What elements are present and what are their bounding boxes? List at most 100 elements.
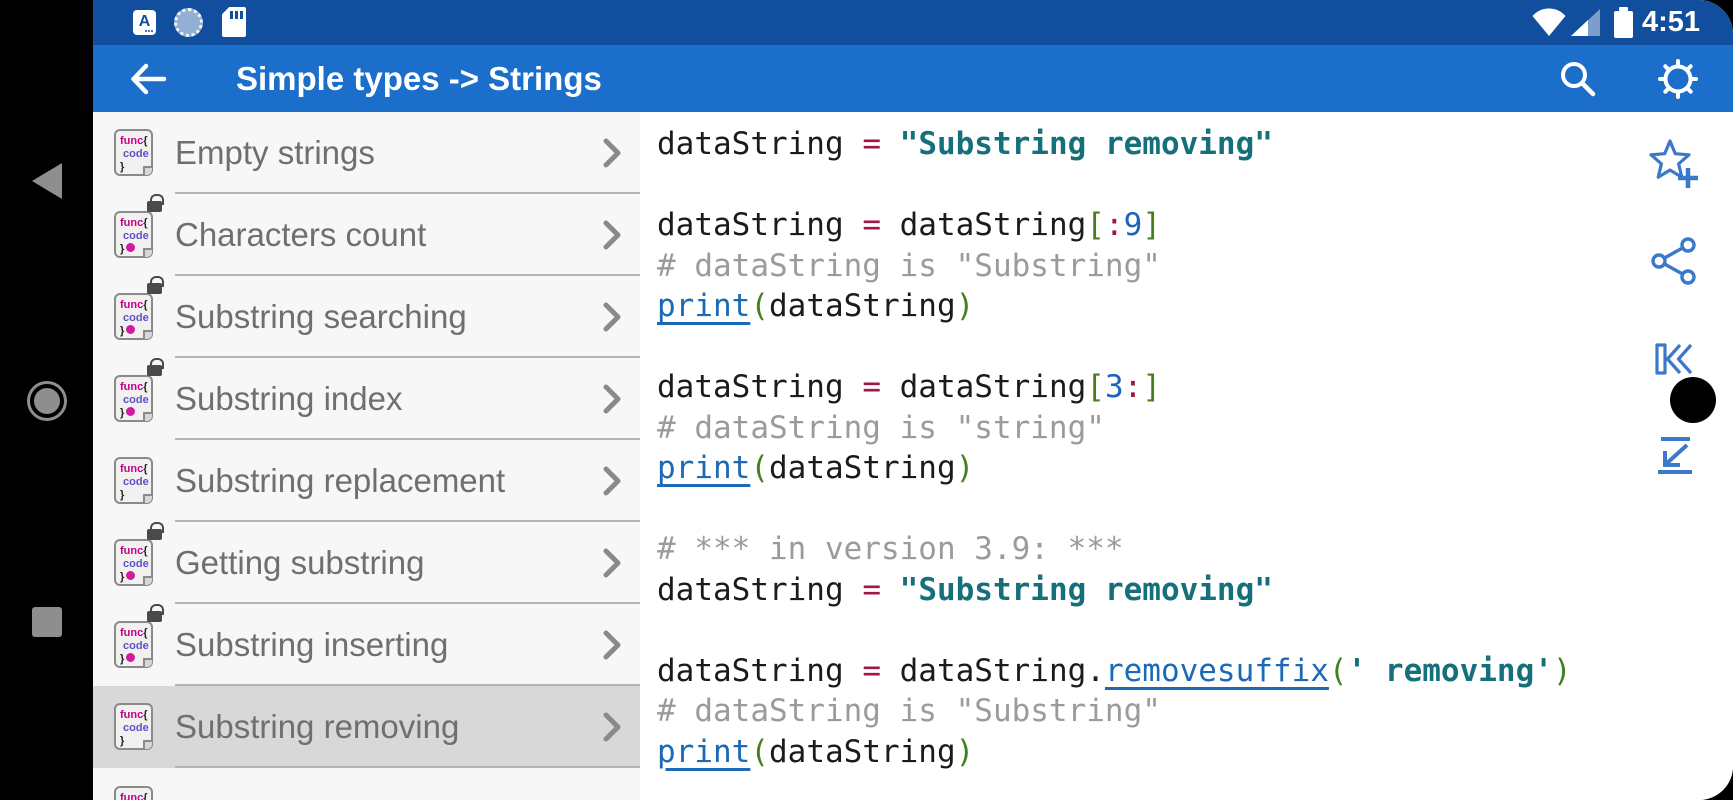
code-token: = [862,126,881,162]
code-doc-icon: func{ code} [114,129,153,176]
code-token: ) [955,733,975,770]
chevron-right-icon [603,466,621,496]
code-token: dataString [657,369,863,405]
list-item-label: Substring inserting [175,626,449,663]
share-icon[interactable] [1650,237,1698,285]
code-token: # dataString is "Substring" [657,693,1161,729]
code-token: [ [1086,207,1105,243]
android-nav-rail [0,0,93,800]
code-doc-icon: func{ code} [114,194,164,258]
app-bar: Simple types -> Strings [93,45,1733,112]
list-item[interactable]: func{ code} Characters count [93,194,640,276]
code-token: dataString. [880,652,1105,689]
code-doc-icon: func{ code} [114,457,153,504]
code-token: = [862,652,881,689]
code-token: # dataString is "Substring" [657,247,1161,284]
code-doc-icon: func{ code} [114,522,164,586]
code-token: = [862,369,881,405]
lock-icon [147,358,164,376]
list-item[interactable]: func{ code}Empty strings [93,112,640,194]
cell-signal-icon [1571,9,1600,36]
code-link[interactable]: removesuffix [1104,652,1329,689]
list-item-label: Substring removing [175,708,460,745]
sd-card-icon [222,7,246,37]
search-icon[interactable] [1556,58,1598,100]
code-link[interactable]: print [657,288,751,324]
code-doc-icon: func{ code} [114,358,164,422]
code-token: [ [1086,369,1105,405]
skip-to-start-icon[interactable] [1655,343,1695,375]
code-token: # dataString is "string" [657,409,1105,446]
code-token: ' removing' [1347,652,1553,689]
code-token: ) [955,288,975,324]
list-item[interactable]: func{ code}Substring removing [93,686,640,768]
back-arrow-icon[interactable] [127,58,169,100]
favorite-add-star-icon[interactable] [1646,138,1700,194]
list-item[interactable]: func{ code} Substring index [93,358,640,440]
progress-dot [126,243,136,252]
home-circle-icon [26,381,67,421]
code-token: 9 [1123,207,1143,243]
chevron-right-icon [603,630,621,660]
settings-gear-icon[interactable] [1657,58,1699,100]
list-item[interactable]: func{ code}Substring searching [93,276,640,358]
app-window: A 4:51 Simple types -> Strings [93,0,1733,800]
code-token: dataString [657,207,863,243]
code-token: ( [750,450,769,486]
code-token: : [1123,369,1143,405]
code-token: ) [1552,652,1572,689]
battery-icon [1614,7,1633,38]
android-home-button[interactable] [0,366,93,436]
code-link[interactable]: print [657,733,751,770]
a-app-badge-icon: A [133,10,156,35]
jump-to-end-icon[interactable] [1654,437,1694,475]
progress-dot [126,571,136,580]
list-item[interactable]: func{ code} Substring replacement [93,440,640,522]
code-token: ] [1142,369,1161,405]
code-token: ) [955,450,975,486]
code-token: dataString [880,207,1087,243]
code-token: dataString [657,126,863,162]
code-token: dataString [880,369,1087,405]
list-item-label: Substring index [175,380,403,417]
list-item[interactable]: func{ code}Getting substring [93,522,640,604]
code-token: dataString [769,450,956,486]
android-back-button[interactable] [0,146,93,216]
code-token: : [1104,207,1124,243]
code-token: ( [750,288,769,324]
lock-icon [147,522,164,540]
chevron-right-icon [603,712,621,742]
chevron-right-icon [603,302,621,332]
android-recents-button[interactable] [0,587,93,657]
chevron-right-icon [603,548,621,578]
code-token: dataString [657,571,863,608]
code-token: # *** in version 3.9: *** [657,531,1124,567]
wifi-icon [1532,8,1566,36]
page-title: Simple types -> Strings [236,60,602,97]
progress-dot [126,325,136,334]
code-doc-icon: func{ code} [114,604,164,668]
code-token: dataString [769,288,956,324]
list-item-label: Substring replacement [175,462,506,499]
lock-icon [147,194,164,212]
code-token [881,126,900,162]
chevron-right-icon [603,220,621,250]
code-link[interactable]: print [657,450,751,486]
list-item[interactable]: func{ code} [93,768,640,800]
code-token: ] [1142,207,1161,243]
code-doc-icon: func{ code} [114,276,164,340]
list-item-label: Characters count [175,216,427,253]
chevron-right-icon [603,138,621,168]
code-token: 3 [1104,369,1124,405]
code-token: = [862,207,881,243]
code-token: = [862,571,881,608]
lock-icon [147,276,164,294]
code-token: ( [750,733,769,770]
list-item[interactable]: func{ code} Substring inserting [93,604,640,686]
status-bar: A 4:51 [93,0,1733,45]
black-circle-overlay[interactable] [1670,377,1716,423]
code-token: dataString [769,733,956,770]
code-block: dataString = "Substring removing" dataSt… [640,112,1733,772]
code-panel[interactable]: dataString = "Substring removing" dataSt… [640,112,1733,800]
